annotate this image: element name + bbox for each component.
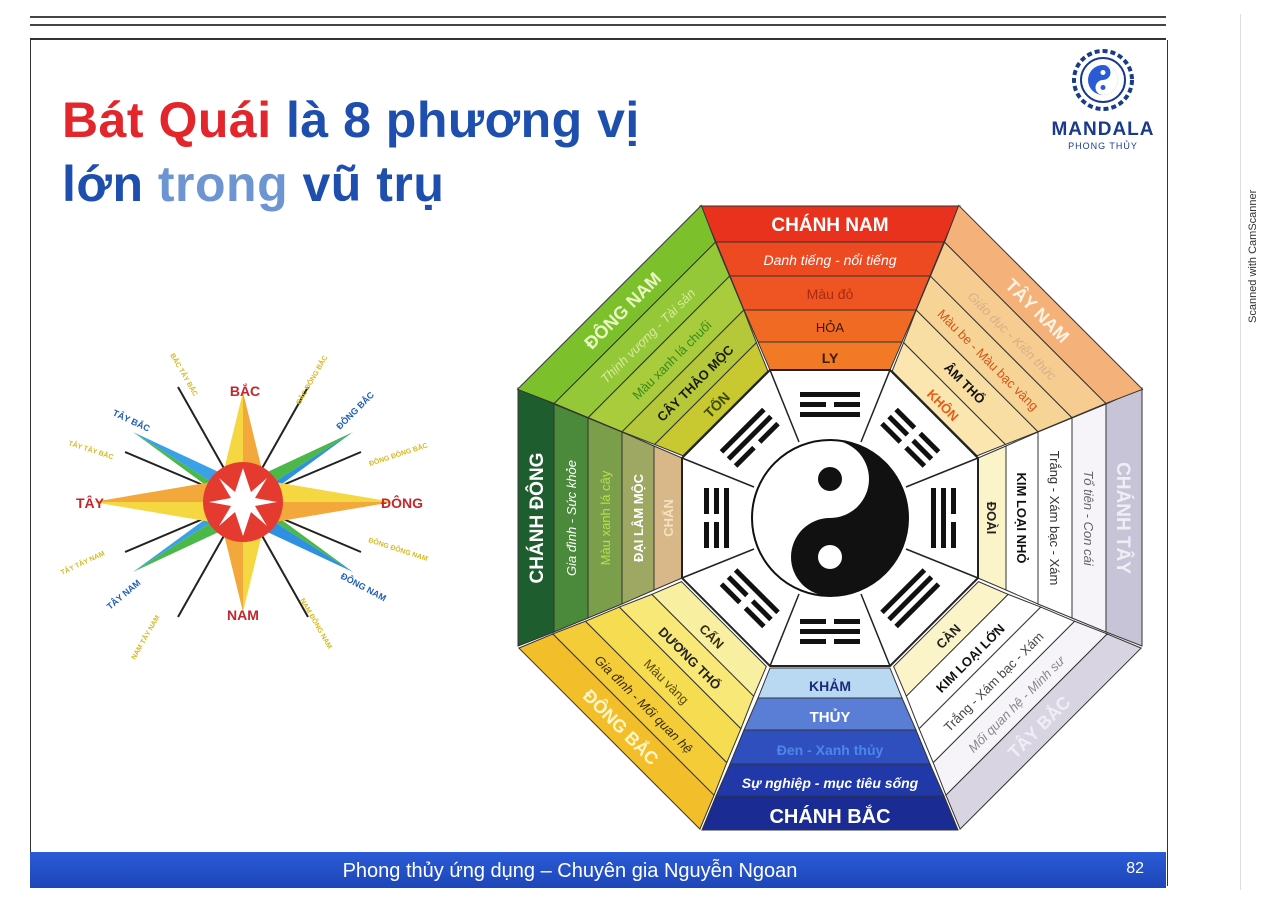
sector-east: CHÁNH ĐÔNG Gia đình - Sức khỏe Màu xanh … <box>517 387 683 647</box>
trigram-symbols <box>704 392 956 644</box>
south-trigram: LY <box>822 350 839 366</box>
title-highlight: Bát Quái <box>62 92 272 148</box>
north-element: THỦY <box>810 708 851 726</box>
compass-wnw: TÂY TÂY BẮC <box>67 438 114 461</box>
compass-nne: BẮC ĐÔNG BẮC <box>294 354 329 406</box>
north-trigram: KHẢM <box>809 678 851 694</box>
compass-ssw: NAM TÂY NAM <box>129 613 162 661</box>
sector-north: KHẢM THỦY Đen - Xanh thủy Sự nghiệp - mụ… <box>701 667 959 831</box>
compass-north: BẮC <box>230 382 260 399</box>
east-element: ĐẠI LÂM MỘC <box>631 473 646 562</box>
logo-name: MANDALA <box>1051 119 1155 140</box>
east-direction: CHÁNH ĐÔNG <box>526 453 548 584</box>
west-element: KIM LOẠI NHỎ <box>1014 473 1029 564</box>
compass-wsw: TÂY TÂY NAM <box>59 548 106 576</box>
compass-sse: NAM ĐÔNG NAM <box>298 597 334 651</box>
compass-ene: ĐÔNG ĐÔNG BẮC <box>368 440 429 467</box>
trigram-chan-icon <box>704 488 729 548</box>
compass-ese: ĐÔNG ĐÔNG NAM <box>367 535 429 563</box>
north-aspect: Sự nghiệp - mục tiêu sống <box>742 775 919 791</box>
page-number: 82 <box>1126 860 1144 877</box>
trigram-can-mountain-icon <box>719 568 780 629</box>
page-edge-top <box>30 16 1166 26</box>
compass-south: NAM <box>227 607 259 623</box>
watermark-text: Scanned with CamScanner <box>1247 189 1259 323</box>
trigram-ly-icon <box>800 392 860 417</box>
title-line2-c: vũ trụ <box>288 156 445 212</box>
slide-frame <box>30 40 1168 886</box>
compass-rose: BẮC NAM ĐÔNG TÂY ĐÔNG BẮC TÂY BẮC ĐÔNG N… <box>59 352 429 662</box>
east-trigram: CHẤN <box>661 499 676 537</box>
slide-title: Bát Quái là 8 phương vị lớn trong vũ trụ <box>62 88 640 216</box>
footer-text: Phong thủy ứng dụng – Chuyên gia Nguyễn … <box>342 860 798 882</box>
page-edge-right <box>1240 14 1241 890</box>
sector-south: CHÁNH NAM Danh tiếng - nổi tiếng Màu đỏ … <box>699 205 961 371</box>
trigram-kham-icon <box>800 619 860 644</box>
west-aspect: Tổ tiên - Con cái <box>1081 470 1096 566</box>
trigram-khon-icon <box>880 407 941 468</box>
sector-southeast: ĐÔNG NAM Thịnh vượng - Tài sản Màu xanh … <box>516 204 769 457</box>
east-color: Màu xanh lá cây <box>598 470 613 565</box>
compass-east: ĐÔNG <box>381 494 423 511</box>
trigram-ton-icon <box>719 407 780 468</box>
yin-yang-icon <box>751 439 909 597</box>
compass-west: TÂY <box>76 494 105 511</box>
compass-se: ĐÔNG NAM <box>339 570 388 603</box>
title-line2-a: lớn <box>62 156 158 212</box>
mandala-emblem-icon <box>1072 49 1134 111</box>
slide-footer: Phong thủy ứng dụng – Chuyên gia Nguyễn … <box>30 852 1166 888</box>
logo-subtitle: PHONG THỦY <box>1068 141 1138 151</box>
west-color: Trắng - Xám bạc - Xám <box>1047 451 1062 586</box>
trigram-can-heaven-icon <box>880 568 941 629</box>
south-aspect: Danh tiếng - nổi tiếng <box>763 252 896 268</box>
north-direction: CHÁNH BẮC <box>769 804 890 828</box>
compass-nw: TÂY BẮC <box>111 407 152 434</box>
north-color: Đen - Xanh thủy <box>777 742 884 758</box>
compass-sw: TÂY NAM <box>104 577 142 612</box>
scanner-watermark: Scanned with CamScanner <box>1245 178 1265 328</box>
compass-nnw: BẮC TÂY BẮC <box>168 352 200 398</box>
title-rest: là 8 phương vị <box>271 92 640 148</box>
sector-southwest: TÂY NAM Giáo dục - Kiến thức Màu be - Mà… <box>891 204 1144 457</box>
sector-northwest: CÀN KIM LOẠI LỚN Trắng - Xám bạc - Xám M… <box>893 581 1143 831</box>
west-trigram: ĐOÀI <box>984 502 999 535</box>
compass-ne: ĐÔNG BẮC <box>334 389 377 432</box>
slide-top-border <box>30 38 1166 40</box>
mandala-logo: MANDALA PHONG THỦY <box>1038 48 1168 151</box>
bagua-diagram: CHÁNH NAM Danh tiếng - nổi tiếng Màu đỏ … <box>516 204 1144 831</box>
trigram-doai-icon <box>931 488 956 548</box>
title-line2-b: trong <box>157 156 289 212</box>
south-direction: CHÁNH NAM <box>771 214 888 236</box>
east-aspect: Gia đình - Sức khỏe <box>564 460 579 576</box>
west-direction: CHÁNH TÂY <box>1112 462 1134 574</box>
south-element: HỎA <box>816 320 845 335</box>
south-color: Màu đỏ <box>807 286 854 302</box>
